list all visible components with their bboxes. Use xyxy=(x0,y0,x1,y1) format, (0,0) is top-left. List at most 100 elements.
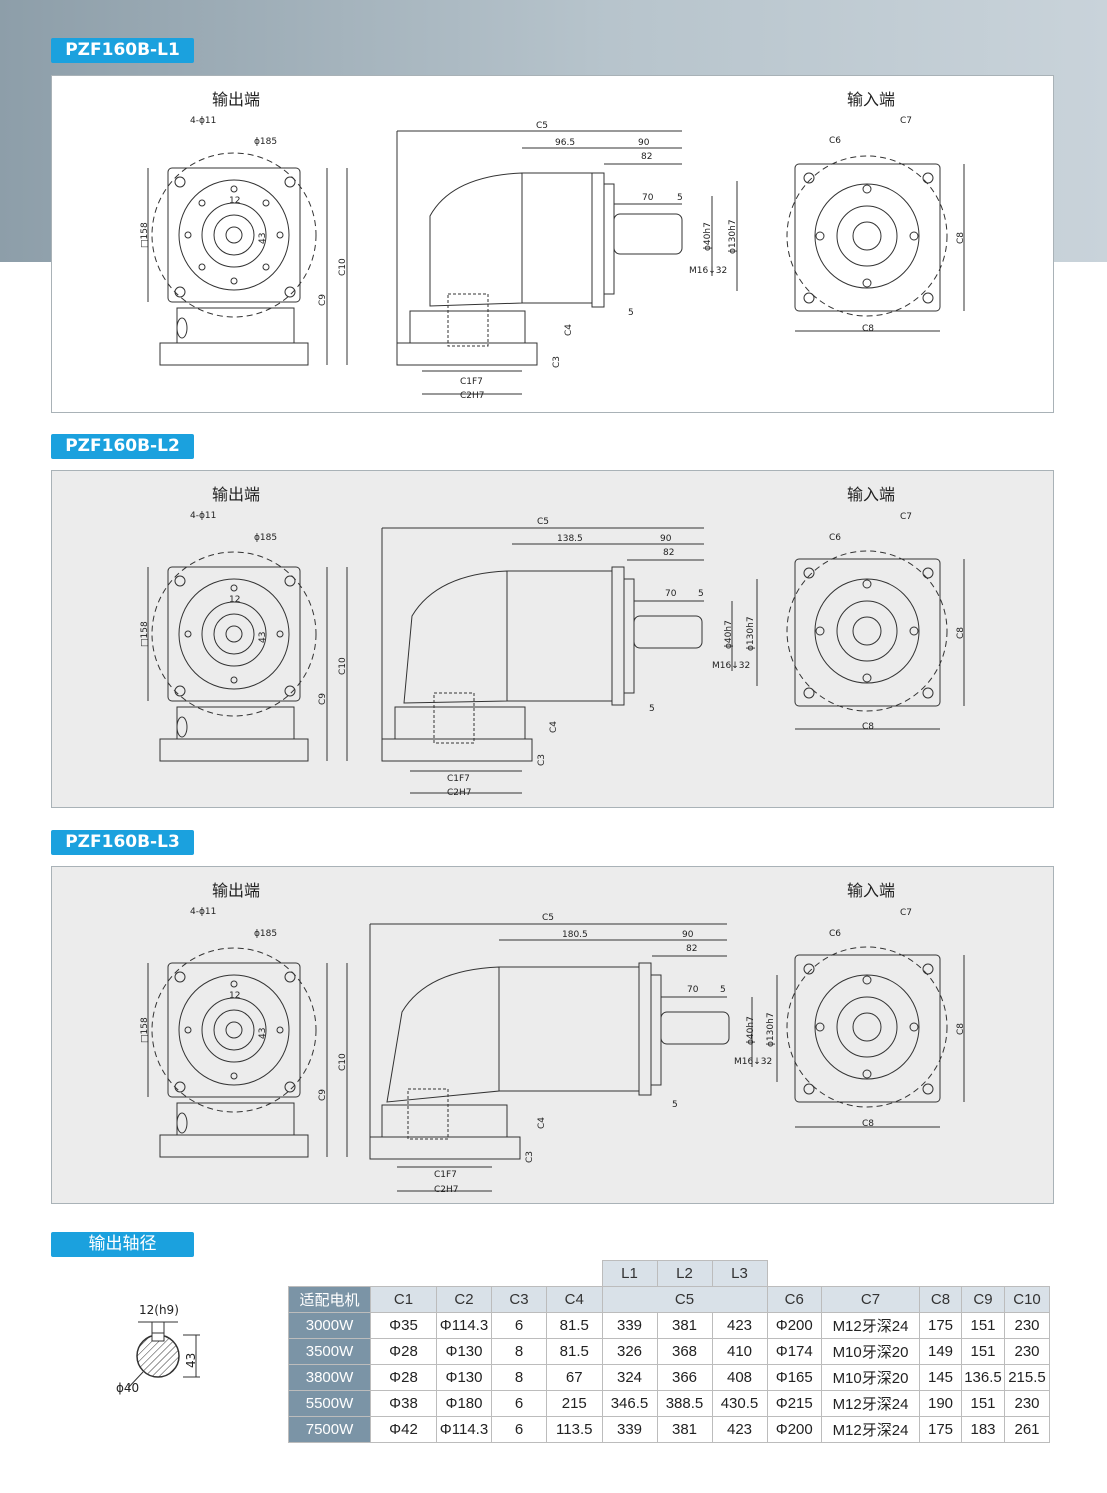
cell: Φ42 xyxy=(370,1416,437,1443)
subheader-l3: L3 xyxy=(711,1260,768,1287)
cell: Φ165 xyxy=(766,1364,822,1391)
header-motor: 适配电机 xyxy=(288,1286,371,1313)
output-end-label: 输出端 xyxy=(212,90,261,109)
cell: Φ130 xyxy=(436,1338,492,1365)
dim-key: 12 xyxy=(229,991,241,1001)
section-title: PZF160B-L1 xyxy=(51,38,194,63)
cell: 381 xyxy=(656,1416,713,1443)
cell: M10牙深20 xyxy=(821,1338,920,1365)
cell: 230 xyxy=(1004,1338,1050,1365)
subheader-l1: L1 xyxy=(601,1260,658,1287)
cell: M12牙深24 xyxy=(821,1416,920,1443)
header-c8: C8 xyxy=(919,1286,962,1313)
dim-square: □158 xyxy=(140,222,150,248)
dim-pcd: ϕ185 xyxy=(254,929,278,939)
dim-len-e: 5 xyxy=(677,193,683,203)
dim-len-c: 82 xyxy=(686,944,698,954)
dim-c8-horizontal: C8 xyxy=(862,324,875,334)
row-motor: 3500W xyxy=(288,1338,371,1365)
dim-c3: C3 xyxy=(525,1150,535,1163)
input-end-label: 输入端 xyxy=(847,881,896,900)
output-end-label: 输出端 xyxy=(212,881,261,900)
cell: 113.5 xyxy=(546,1416,603,1443)
dim-len-b: 90 xyxy=(660,534,672,544)
dim-c10: C10 xyxy=(338,1053,348,1071)
dim-len-c: 82 xyxy=(641,152,653,162)
cell: 261 xyxy=(1004,1416,1050,1443)
header-c9: C9 xyxy=(961,1286,1005,1313)
cell: 324 xyxy=(601,1364,658,1391)
cell: 346.5 xyxy=(601,1390,658,1417)
dim-len-c: 82 xyxy=(663,548,675,558)
dim-c7: C7 xyxy=(900,512,913,522)
drawing-l1 xyxy=(147,130,965,395)
dim-c10: C10 xyxy=(338,258,348,276)
input-end-label: 输入端 xyxy=(847,90,896,109)
drawing-panel-l2: 输出端 输入端 4-ϕ11 ϕ185 □158 12 43 C10 C9 C5 … xyxy=(51,470,1054,808)
dim-keyh: 43 xyxy=(258,232,268,244)
header-c1: C1 xyxy=(370,1286,437,1313)
dim-holes: 4-ϕ11 xyxy=(190,907,217,917)
row-motor: 7500W xyxy=(288,1416,371,1443)
dim-c9: C9 xyxy=(318,692,328,705)
dim-c5: C5 xyxy=(542,913,555,923)
cell: 215.5 xyxy=(1004,1364,1050,1391)
dim-c5: C5 xyxy=(536,121,549,131)
cell: 230 xyxy=(1004,1390,1050,1417)
cell: M10牙深20 xyxy=(821,1364,920,1391)
table-row: 3000W Φ35 Φ114.3 6 81.5 339 381 423 Φ200… xyxy=(288,1312,1050,1339)
dim-len-b: 90 xyxy=(638,138,650,148)
cell: 215 xyxy=(546,1390,603,1417)
cell: 388.5 xyxy=(656,1390,713,1417)
dim-c2: C2H7 xyxy=(434,1185,459,1195)
dim-thread: M16↓32 xyxy=(712,661,751,671)
row-motor: 5500W xyxy=(288,1390,371,1417)
cell: Φ38 xyxy=(370,1390,437,1417)
dim-pilot: ϕ130h7 xyxy=(766,1012,776,1047)
dim-c8-vertical: C8 xyxy=(956,626,966,639)
dim-c4: C4 xyxy=(564,323,574,336)
dim-pcd: ϕ185 xyxy=(254,533,278,543)
dim-square: □158 xyxy=(140,621,150,647)
section-title: PZF160B-L2 xyxy=(51,434,194,459)
row-motor: 3800W xyxy=(288,1364,371,1391)
header-c7: C7 xyxy=(821,1286,920,1313)
dim-keyh: 43 xyxy=(258,1027,268,1039)
header-c3: C3 xyxy=(491,1286,547,1313)
dim-key: 12 xyxy=(229,595,241,605)
cell: 81.5 xyxy=(546,1338,603,1365)
cell: Φ114.3 xyxy=(436,1416,492,1443)
table-header-row: 适配电机 C1 C2 C3 C4 C5 C6 C7 C8 C9 C10 xyxy=(288,1286,1050,1313)
header-c10: C10 xyxy=(1004,1286,1050,1313)
cell: Φ35 xyxy=(370,1312,437,1339)
dim-c9: C9 xyxy=(318,293,328,306)
cell: 190 xyxy=(919,1390,962,1417)
cell: Φ180 xyxy=(436,1390,492,1417)
dim-keyh: 43 xyxy=(258,631,268,643)
dim-flange: 5 xyxy=(649,704,655,714)
header-c4: C4 xyxy=(546,1286,603,1313)
cell: 81.5 xyxy=(546,1312,603,1339)
cell: 339 xyxy=(601,1416,658,1443)
table-row: 7500W Φ42 Φ114.3 6 113.5 339 381 423 Φ20… xyxy=(288,1416,1050,1443)
dim-pcd: ϕ185 xyxy=(254,137,278,147)
dim-c7: C7 xyxy=(900,908,913,918)
cell: Φ200 xyxy=(766,1312,822,1339)
dim-c1: C1F7 xyxy=(460,377,483,387)
dim-holes: 4-ϕ11 xyxy=(190,116,217,126)
dim-flange: 5 xyxy=(628,308,634,318)
table-row: 5500W Φ38 Φ180 6 215 346.5 388.5 430.5 Φ… xyxy=(288,1390,1050,1417)
cell: 430.5 xyxy=(711,1390,768,1417)
table-row: 3500W Φ28 Φ130 8 81.5 326 368 410 Φ174 M… xyxy=(288,1338,1050,1365)
cell: 175 xyxy=(919,1312,962,1339)
cell: Φ28 xyxy=(370,1364,437,1391)
dim-len-e: 5 xyxy=(720,985,726,995)
cell: 67 xyxy=(546,1364,603,1391)
table-row: 3800W Φ28 Φ130 8 67 324 366 408 Φ165 M10… xyxy=(288,1364,1050,1391)
spec-table: L1 L2 L3 适配电机 C1 C2 C3 C4 C5 C6 C7 C8 C9… xyxy=(288,1260,1050,1443)
dim-c7: C7 xyxy=(900,116,913,126)
cell: 339 xyxy=(601,1312,658,1339)
dim-c8-vertical: C8 xyxy=(956,231,966,244)
dim-len-d: 70 xyxy=(687,985,699,995)
dim-c4: C4 xyxy=(549,720,559,733)
